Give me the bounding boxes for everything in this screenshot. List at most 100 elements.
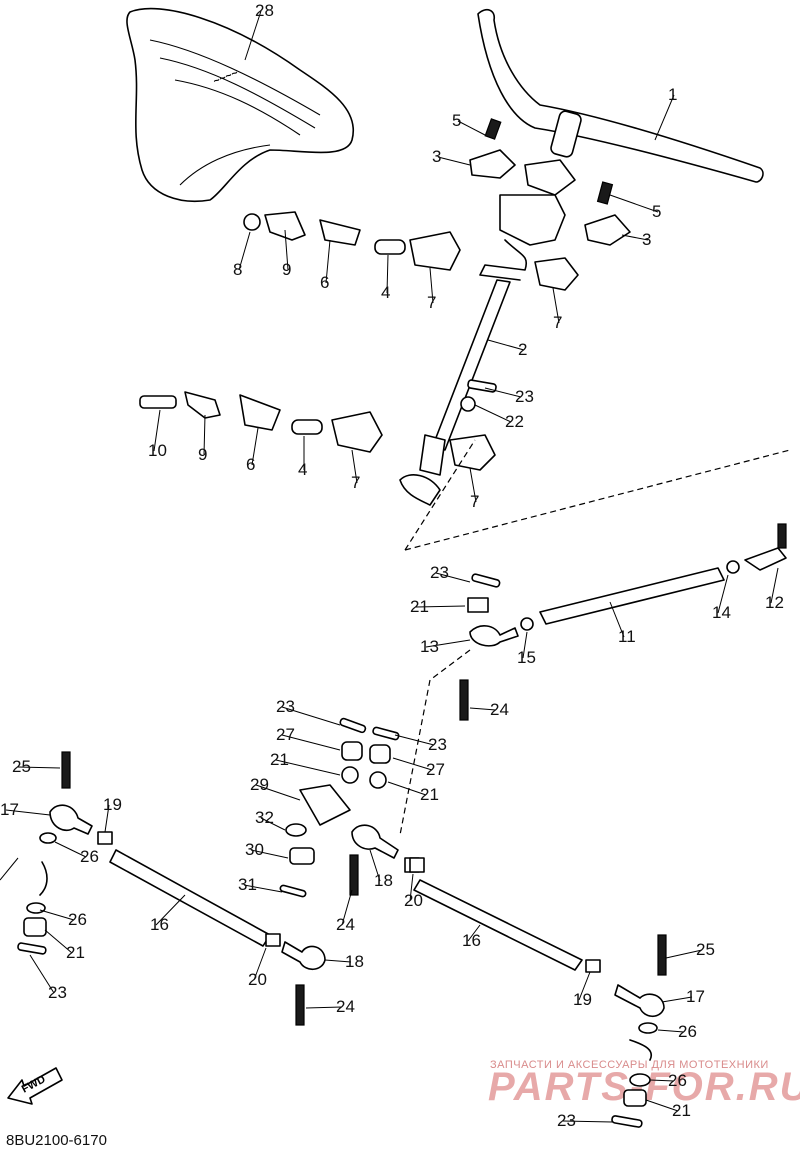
part-handlebar	[477, 8, 764, 183]
part-handlebar-clamps	[469, 118, 631, 246]
leader-line-c26b	[39, 909, 75, 921]
leader-line-c9a	[284, 229, 289, 271]
callout-c27b: 27	[426, 760, 445, 779]
leader-line-c6b	[251, 427, 259, 466]
callout-c25a: 25	[12, 757, 31, 776]
leader-line-c19a	[104, 804, 110, 833]
leader-line-c23e	[29, 954, 55, 994]
callout-c20b: 20	[248, 970, 267, 989]
leader-line-c28	[244, 10, 262, 61]
callout-c23d: 23	[428, 735, 447, 754]
callout-c30: 30	[245, 840, 264, 859]
leader-line-c7d	[469, 467, 477, 503]
leader-line-c16a	[155, 894, 186, 926]
leader-line-c11	[609, 601, 625, 638]
leader-line-c23d	[394, 734, 435, 746]
leader-line-c26c	[657, 1029, 685, 1033]
leader-line-c7b	[552, 287, 560, 324]
callout-c25b: 25	[696, 940, 715, 959]
leader-line-c19b	[578, 971, 591, 1001]
leader-line-c30	[250, 849, 289, 859]
callout-c7c: 7	[351, 473, 360, 492]
callout-c11: 11	[618, 627, 636, 646]
callout-c13: 13	[420, 637, 439, 656]
callout-c1: 1	[668, 85, 677, 104]
callout-c4a: 4	[381, 283, 390, 302]
callout-c23a: 23	[515, 387, 534, 406]
callout-c23c: 23	[276, 697, 295, 716]
callout-c17b: 17	[686, 987, 705, 1006]
leader-line-c18b	[324, 959, 352, 963]
leader-line-c23c	[281, 706, 341, 726]
leader-line-c27a	[281, 734, 341, 751]
leader-line-c5a	[457, 120, 486, 136]
callout-c18a: 18	[374, 871, 393, 890]
callout-c22: 22	[505, 412, 524, 431]
fwd-arrow-icon: FWD	[7, 1067, 63, 1105]
dashed-connectors	[399, 439, 791, 836]
leader-line-c5b	[609, 194, 659, 213]
callout-c9b: 9	[198, 445, 207, 464]
leader-line-c26a	[54, 841, 87, 858]
callout-c19b: 19	[573, 990, 592, 1009]
leader-line-c13	[425, 639, 471, 648]
callout-c16b: 16	[462, 931, 481, 950]
callout-c14: 14	[712, 603, 731, 622]
leader-line-c21d	[44, 929, 73, 954]
callout-c12: 12	[765, 593, 784, 612]
part-right-tie-rod	[409, 857, 667, 1128]
callout-c24c: 24	[336, 997, 355, 1016]
leader-line-c15	[522, 631, 528, 659]
leader-line-c26d	[649, 1079, 675, 1082]
callout-c8: 8	[233, 260, 242, 279]
leader-line-c32	[260, 817, 286, 831]
leader-line-c23b	[435, 572, 471, 583]
leader-line-c21a	[415, 605, 466, 608]
leader-line-c3b	[621, 234, 649, 241]
callout-c21d: 21	[66, 943, 85, 962]
callout-c5a: 5	[452, 111, 461, 130]
part-upper-brackets	[243, 211, 579, 291]
leader-line-c25b	[665, 949, 703, 959]
leader-line-c31	[243, 884, 283, 893]
part-center-linkage	[279, 679, 469, 898]
leader-line-c25a	[17, 766, 61, 769]
callout-c26c: 26	[678, 1022, 697, 1041]
part-upper-tie-rod	[467, 523, 787, 647]
callout-c27a: 27	[276, 725, 295, 744]
callout-c28: 28	[255, 1, 274, 20]
leader-line-c8	[238, 231, 251, 271]
leader-line-c6a	[325, 239, 331, 284]
leader-line-c17b	[661, 996, 693, 1003]
leader-line-c24b	[341, 889, 353, 926]
callout-c7a: 7	[427, 293, 436, 312]
leader-line-c21b	[275, 759, 341, 776]
callout-c26d: 26	[668, 1071, 687, 1090]
callout-c4b: 4	[298, 460, 307, 479]
callout-c7d: 7	[470, 492, 479, 511]
leader-line-c29	[255, 784, 301, 801]
callout-c32: 32	[255, 808, 274, 827]
callout-c21e: 21	[672, 1101, 691, 1120]
callout-c31: 31	[238, 875, 257, 894]
leader-line-c20a	[409, 873, 414, 902]
leader-line-c21c	[387, 781, 427, 796]
callout-c7b: 7	[553, 313, 562, 332]
leader-line-c4a	[386, 254, 389, 294]
callout-c24a: 24	[490, 700, 509, 719]
callout-c2: 2	[518, 340, 527, 359]
leader-line-c2	[487, 339, 525, 351]
callout-c10: 10	[148, 441, 167, 460]
callout-c6a: 6	[320, 273, 329, 292]
leader-line-c21e	[645, 1099, 679, 1112]
callout-c9a: 9	[282, 260, 291, 279]
callout-c21a: 21	[410, 597, 429, 616]
leader-line-c1	[654, 94, 675, 141]
diagram-code: 8BU2100-6170	[6, 1132, 107, 1149]
callout-c5b: 5	[652, 202, 661, 221]
leader-line-c22	[474, 404, 512, 423]
leader-line-c10	[153, 409, 161, 452]
leader-line-c12	[770, 567, 779, 604]
leader-line-c20b	[253, 947, 267, 981]
